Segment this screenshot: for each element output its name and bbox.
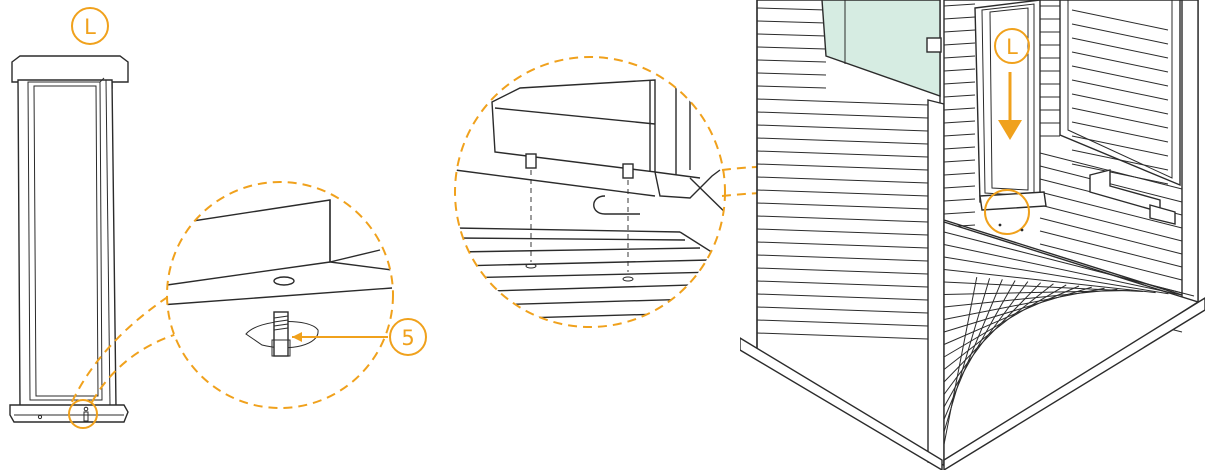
slat-line: [943, 81, 976, 85]
slat-line: [943, 283, 1054, 370]
slat-line: [756, 7, 827, 11]
slat-line: [943, 159, 976, 163]
slat-line: [943, 107, 976, 111]
panel-label-badge: L: [71, 7, 109, 45]
slat-line: [756, 163, 929, 171]
slat-line: [943, 42, 976, 46]
slat-line: [943, 94, 976, 98]
slat-line: [943, 231, 1195, 297]
screw-callout: 5: [292, 318, 427, 356]
slat-line: [943, 198, 976, 202]
slat-line: [756, 20, 827, 24]
slat-line: [943, 269, 1156, 294]
slat-line: [756, 254, 929, 262]
install-direction: L: [994, 28, 1030, 140]
slat-line: [1071, 163, 1169, 185]
slat-line: [756, 280, 929, 288]
slat-line: [943, 287, 1105, 320]
slat-line: [756, 332, 929, 340]
slat-line: [943, 244, 1182, 296]
column-label-text: L: [1006, 35, 1018, 59]
slat-line: [756, 306, 929, 314]
slat-line: [943, 68, 976, 72]
slat-line: [1039, 191, 1183, 229]
slat-line: [1071, 93, 1169, 115]
slat-line: [1039, 204, 1183, 242]
left-wall-slats: [756, 7, 929, 340]
slat-line: [943, 256, 1169, 295]
slat-line: [1071, 135, 1169, 157]
slat-line: [943, 185, 976, 189]
slat-line: [756, 111, 929, 119]
slat-line: [1071, 51, 1169, 73]
slat-line: [756, 202, 929, 210]
detail-connector-left: [71, 282, 191, 403]
slat-line: [1071, 65, 1169, 87]
slat-line: [756, 59, 827, 63]
slat-line: [1071, 149, 1169, 171]
slat-line: [943, 288, 1118, 308]
slat-line: [1071, 79, 1169, 101]
slat-line: [943, 3, 976, 7]
standalone-panel: [9, 55, 129, 429]
slat-line: [1039, 165, 1183, 203]
slat-line: [756, 98, 929, 106]
slat-line: [1071, 37, 1169, 59]
sauna-cabin: [740, 0, 1205, 470]
slat-line: [943, 285, 1080, 345]
slat-line: [1071, 107, 1169, 129]
slat-line: [1071, 23, 1169, 45]
slat-line: [943, 55, 976, 59]
slat-line: [756, 72, 827, 76]
slat-line: [756, 228, 929, 236]
detail-circle-floor: [454, 56, 726, 328]
slat-line: [943, 146, 976, 150]
detail-circle-screw: [166, 181, 394, 409]
slat-line: [943, 29, 976, 33]
slat-line: [1039, 152, 1183, 190]
arrow-down-icon-head: [998, 120, 1022, 140]
slat-line: [943, 277, 978, 445]
slat-line: [1039, 217, 1183, 255]
slat-line: [756, 189, 929, 197]
floor-slats: [943, 231, 1195, 445]
window-slats: [1071, 9, 1169, 185]
slat-line: [943, 286, 1092, 333]
slat-line: [1071, 9, 1169, 31]
slat-line: [756, 46, 827, 50]
slat-line: [943, 211, 976, 215]
slat-line: [756, 124, 929, 132]
slat-line: [756, 215, 929, 223]
slat-line: [756, 85, 827, 89]
slat-line: [943, 133, 976, 137]
slat-line: [756, 293, 929, 301]
slat-line: [943, 284, 1067, 358]
screw-callout-text: 5: [401, 326, 414, 350]
panel-label-text: L: [84, 15, 96, 39]
slat-line: [756, 33, 827, 37]
slat-line: [943, 120, 976, 124]
slat-line: [756, 319, 929, 327]
slat-line: [756, 241, 929, 249]
slat-line: [943, 16, 976, 20]
slat-line: [756, 176, 929, 184]
slat-line: [756, 267, 929, 275]
slat-line: [1039, 230, 1183, 268]
slat-line: [756, 150, 929, 158]
slat-line: [943, 282, 1042, 383]
slat-line: [1039, 243, 1183, 281]
slat-line: [1071, 121, 1169, 143]
slat-line: [756, 137, 929, 145]
slat-line: [943, 172, 976, 176]
